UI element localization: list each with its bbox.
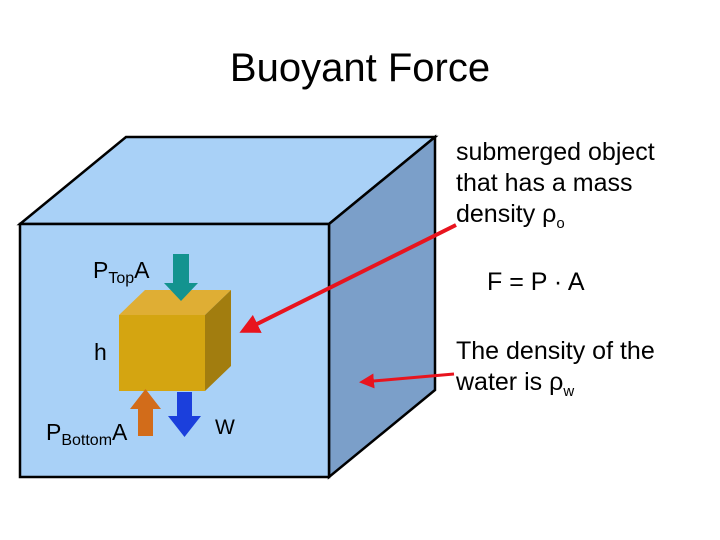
object-description-line-2: that has a mass [456,169,633,197]
water-density-subscript: w [563,383,575,400]
top-pressure-arrow [164,254,198,301]
object-density-text: density ρ [456,200,557,228]
object-pointer-arrow [239,223,457,333]
object-side-face [205,290,231,391]
height-label: h [94,339,107,365]
weight-arrow [168,392,201,437]
object-description-line-1: submerged object [456,138,655,166]
water-density-text: water is ρ [456,368,564,396]
object-front-face [119,315,205,391]
object-description-line-3: density ρo [456,199,565,239]
water-description-line-1: The density of the [456,337,655,365]
weight-label: W [215,416,235,439]
top-pressure-area: A [134,257,150,283]
top-pressure-symbol: P [93,257,109,283]
bottom-pressure-label: PBottomA [46,417,127,456]
bottom-pressure-symbol: P [46,419,62,445]
pressure-formula: F = P · A [487,268,585,296]
object-density-subscript: o [556,215,565,232]
water-description-line-2: water is ρw [456,367,574,407]
bottom-pressure-arrow [130,389,161,436]
object-top-face [119,290,231,315]
water-pointer-arrow [359,372,455,389]
top-pressure-subscript: Top [108,270,135,287]
submerged-object [119,290,231,391]
top-pressure-label: PTopA [93,255,149,294]
slide-title: Buoyant Force [229,46,491,90]
bottom-pressure-subscript: Bottom [61,432,113,449]
bottom-pressure-area: A [112,419,128,445]
